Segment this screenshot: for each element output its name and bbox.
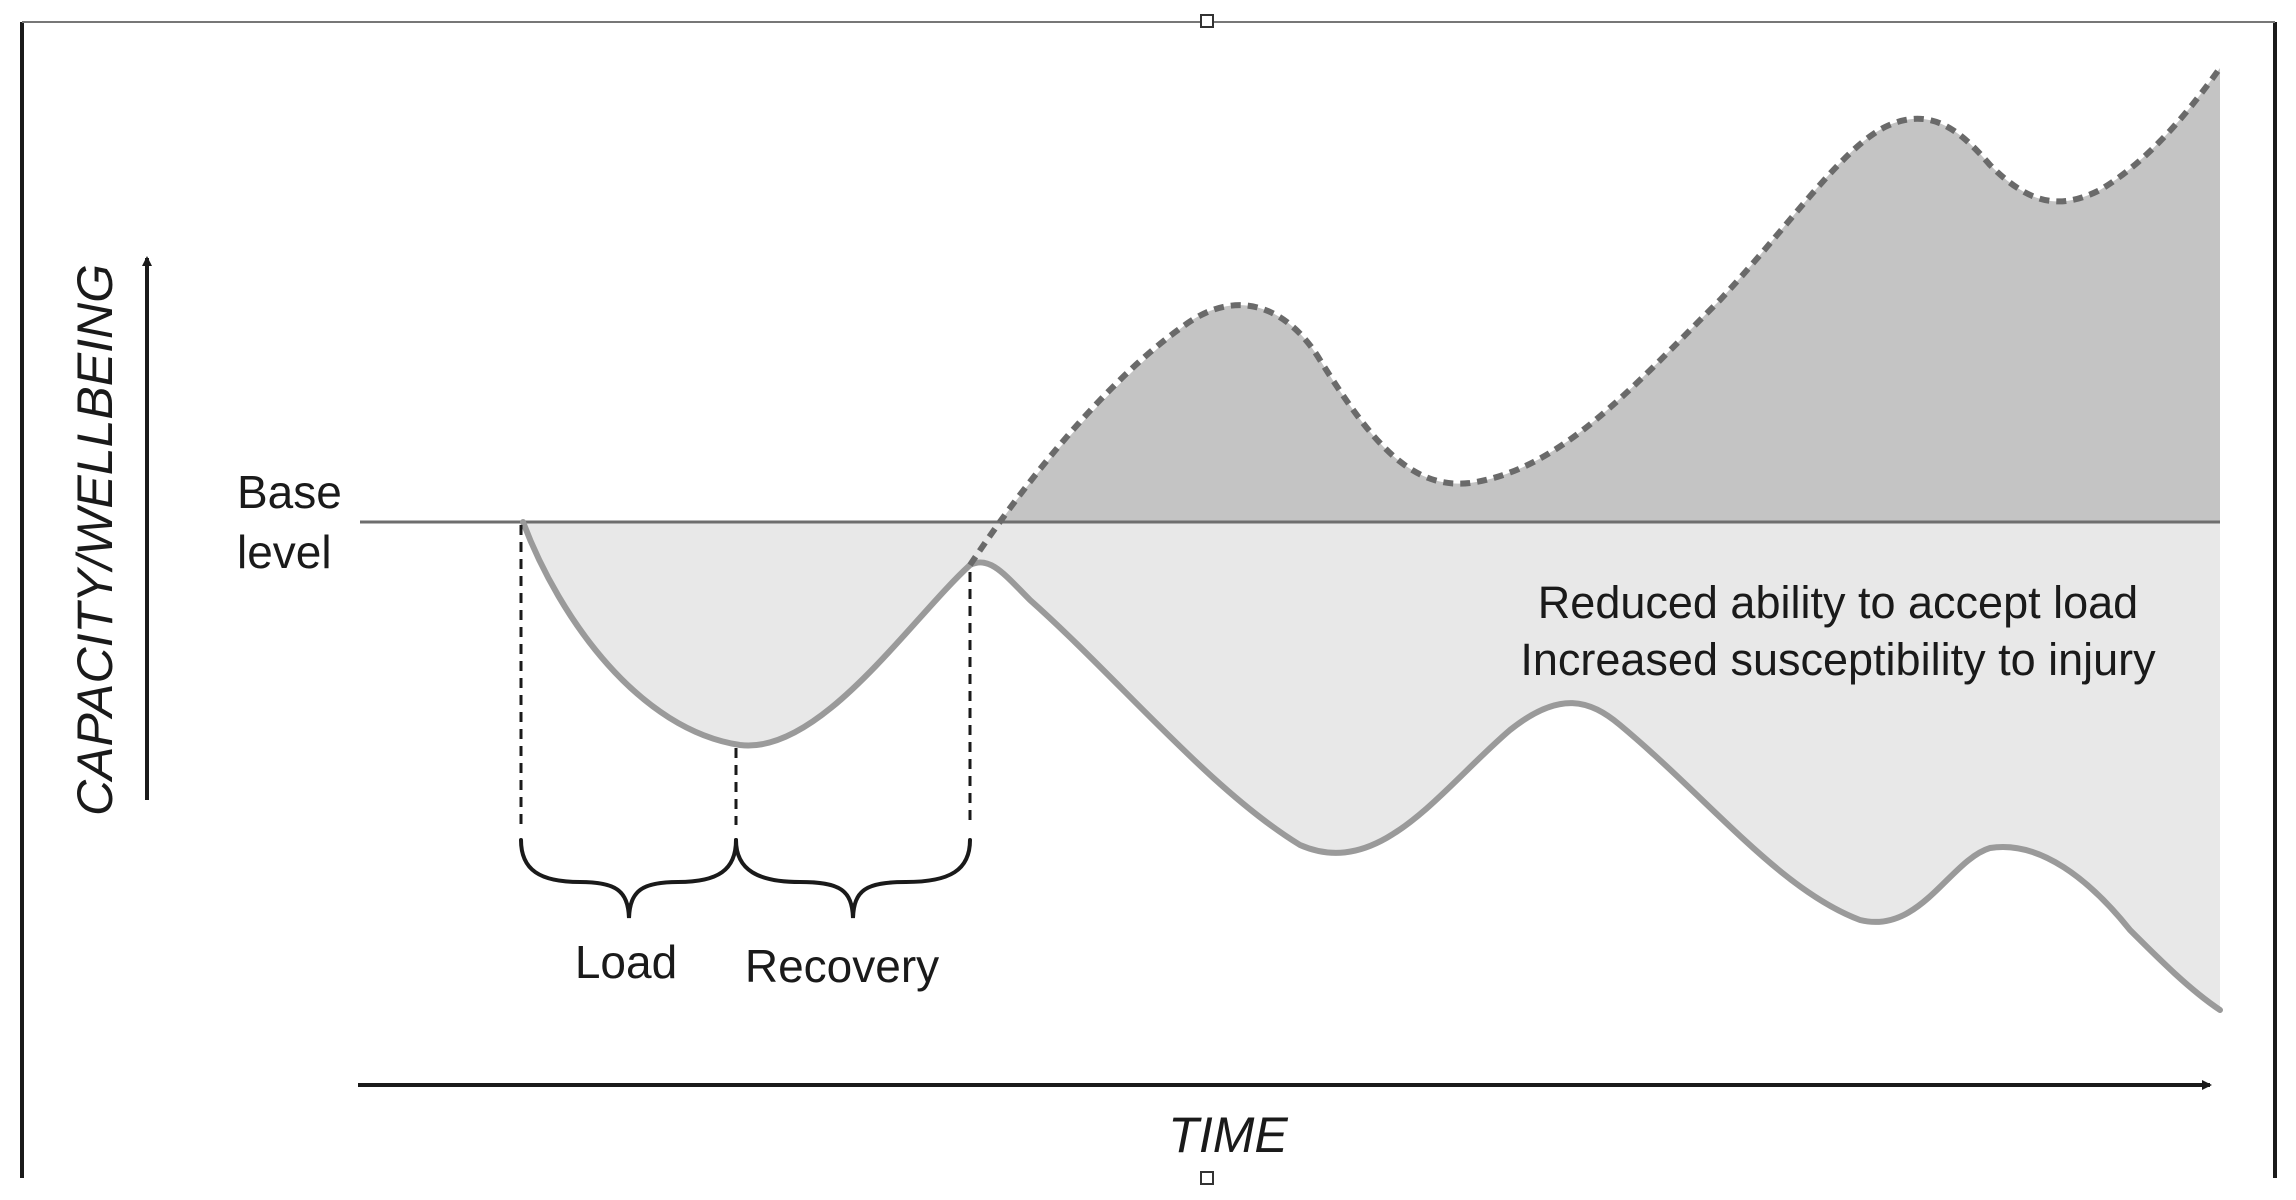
annotation-line1: Reduced ability to accept load [1538,577,2138,628]
base-level-label-line1: Base [237,466,342,518]
base-level-label-line2: level [237,526,332,578]
x-axis-title: TIME [1168,1107,1288,1163]
recovery-label: Recovery [745,940,939,992]
recovery-brace [734,838,972,919]
annotation-line2: Increased susceptibility to injury [1520,634,2156,685]
capacity-loss-area [523,522,2220,1010]
load-label: Load [575,936,677,988]
frame-top-handle[interactable] [1200,14,1214,28]
frame-bottom-handle[interactable] [1200,1171,1214,1185]
load-brace [519,838,738,919]
capacity-curve-dotted [967,66,2223,567]
capacity-curve-solid [520,519,2223,1013]
y-axis-title: CAPACITY/WELLBEING [67,264,123,816]
capacity-gain-area [1000,68,2220,522]
